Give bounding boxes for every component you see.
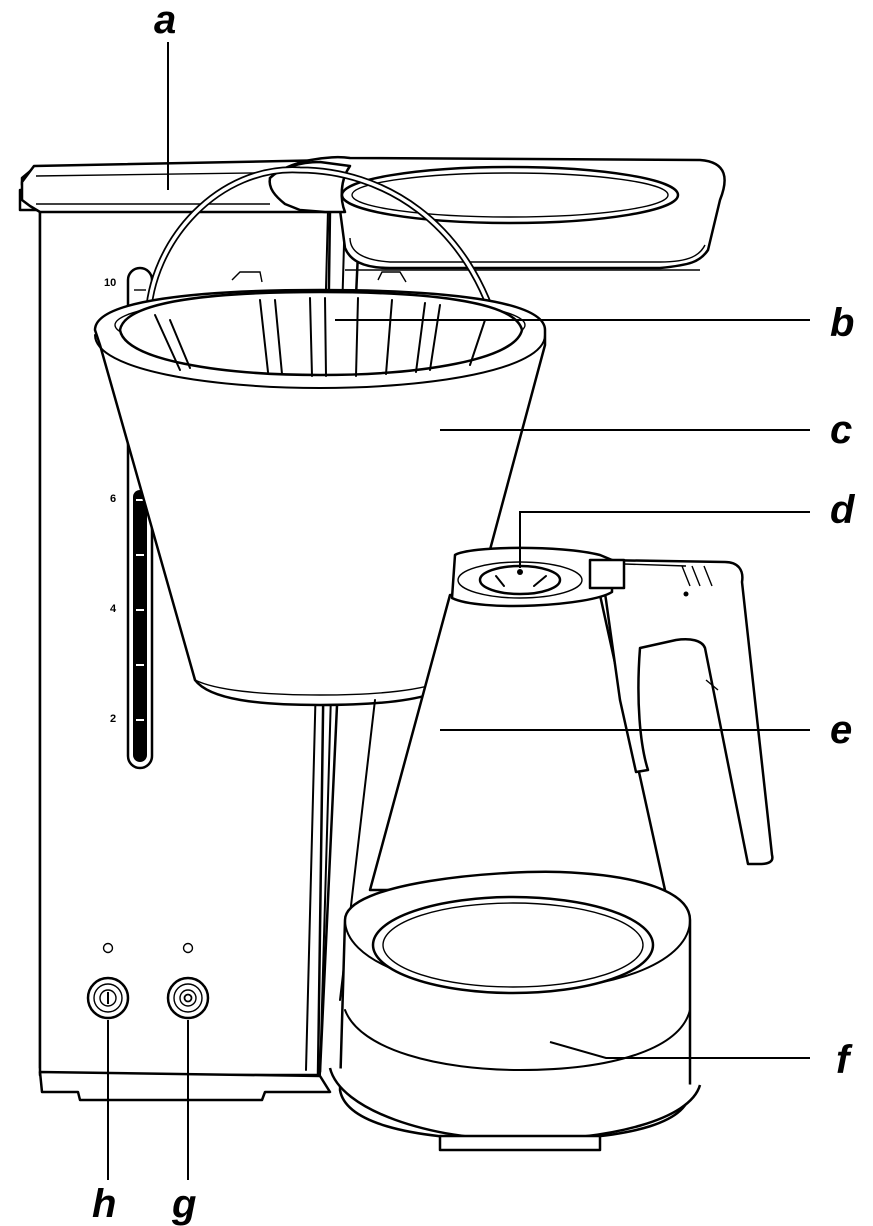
label-f: f <box>836 1038 850 1082</box>
carafe <box>339 546 774 1001</box>
label-e: e <box>830 708 853 752</box>
label-c: c <box>830 408 853 452</box>
scale-4: 4 <box>110 603 117 615</box>
scale-10: 10 <box>104 277 117 289</box>
leader-d <box>519 511 810 568</box>
scale-2: 2 <box>110 713 117 725</box>
leader-f <box>549 1041 810 1059</box>
scale-6: 6 <box>110 493 117 505</box>
warming-plate <box>328 870 702 1152</box>
label-h: h <box>92 1182 117 1226</box>
control-buttons <box>102 942 194 954</box>
label-b: b <box>830 301 855 345</box>
label-a: a <box>154 0 177 42</box>
leader-lines <box>107 42 810 1180</box>
label-g: g <box>172 1182 197 1226</box>
aroma-button-g[interactable] <box>166 976 210 1020</box>
label-d: d <box>830 488 855 532</box>
filter-holder <box>93 271 547 707</box>
power-button-h[interactable] <box>86 976 130 1020</box>
filter-handle-wire <box>144 166 504 341</box>
